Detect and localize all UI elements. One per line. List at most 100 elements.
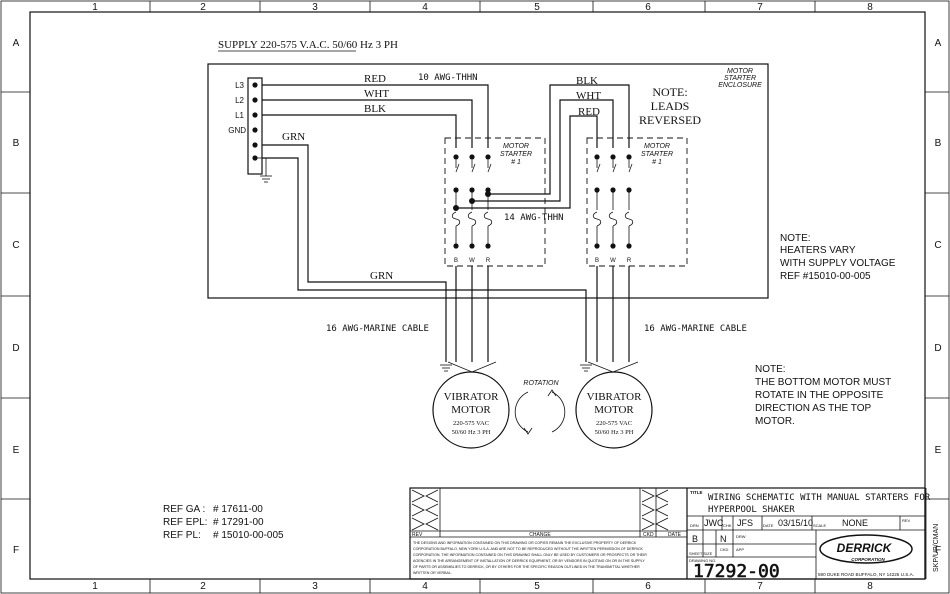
jumper-blk-label: BLK bbox=[576, 75, 598, 87]
grid-column-label: 7 bbox=[757, 581, 763, 592]
grid-column-label: 5 bbox=[534, 581, 540, 592]
tb-disclaimer-6: WRITTEN OR VERBAL. bbox=[413, 571, 452, 575]
ref-ga-value: # 17611-00 bbox=[213, 504, 263, 515]
revision-triangle-icon bbox=[641, 517, 669, 531]
supply-label: SUPPLY 220-575 V.A.C. 50/60 Hz 3 PH bbox=[218, 39, 398, 51]
wire-grn-right bbox=[262, 157, 587, 362]
motor-left-spec-2: 50/60 Hz 3 PH bbox=[452, 429, 491, 436]
tb-address: 590 DUKE ROAD BUFFALO, NY 14225 U.S.A. bbox=[818, 572, 914, 577]
tb-disclaimer-5: OF PARTS OR ASSEMBLIES TO DERRICK, OR BY… bbox=[413, 565, 640, 569]
note-rotation-5: MOTOR. bbox=[755, 416, 795, 427]
note-leads-2: LEADS bbox=[651, 99, 690, 113]
vibrator-motor-right bbox=[575, 371, 653, 449]
terminal-l1-dot bbox=[252, 112, 258, 118]
grid-column-label: 6 bbox=[645, 581, 651, 592]
tb-chk-value: JFS bbox=[737, 518, 753, 528]
tb-date-label: DATE bbox=[763, 523, 774, 528]
overload-heater-icon bbox=[451, 211, 461, 227]
grid-row-label: B bbox=[13, 138, 20, 149]
awg14-label: 14 AWG-THHN bbox=[504, 213, 564, 223]
contact-switch bbox=[628, 163, 633, 173]
motor-right-spec-1: 220-575 VAC bbox=[596, 420, 632, 427]
tb-disclaimer-1: THE DESIGNS AND INFORMATION CONTAINED ON… bbox=[413, 541, 637, 545]
grid-row-label: C bbox=[934, 240, 941, 251]
terminal-gnd-label: GND bbox=[228, 126, 246, 135]
ref-ga-label: REF GA : bbox=[163, 504, 205, 515]
tb-drw-label: DRW bbox=[736, 534, 746, 539]
motor-left-name-1: VIBRATOR bbox=[444, 391, 499, 403]
contact-terminal bbox=[594, 243, 600, 249]
junction-dot-1 bbox=[485, 191, 491, 197]
ref-epl-value: # 17291-00 bbox=[213, 517, 264, 528]
vibrator-motor-left bbox=[432, 371, 510, 449]
wire-blk-label: BLK bbox=[364, 103, 386, 115]
note-leads-3: REVERSED bbox=[639, 113, 701, 127]
motor-starter-right bbox=[586, 137, 688, 267]
starter-left-title-1: MOTOR bbox=[503, 143, 529, 150]
tb-drn-value: JWC bbox=[704, 518, 724, 528]
tb-title-tag: TITLE bbox=[690, 490, 703, 495]
note-heaters-4: REF #15010-00-005 bbox=[780, 271, 871, 282]
starter-right-letter-w: W bbox=[610, 258, 616, 264]
starter-left-contacts bbox=[451, 154, 493, 249]
motor-right-spec-2: 50/60 Hz 3 PH bbox=[595, 429, 634, 436]
marine-cable-right-label: 16 AWG-MARINE CABLE bbox=[644, 324, 747, 334]
rotation-arrowhead-right-icon bbox=[547, 389, 557, 397]
jumper-wht bbox=[472, 99, 614, 202]
tb-app-label: APP bbox=[736, 547, 744, 552]
tb-ckd-label: CKD bbox=[720, 547, 729, 552]
tb-rev-label: REV bbox=[902, 518, 911, 523]
terminal-l1-label: L1 bbox=[235, 111, 244, 120]
grid-row-label: F bbox=[935, 545, 941, 556]
note-rotation-2: THE BOTTOM MOTOR MUST bbox=[755, 377, 891, 388]
note-heaters-1: NOTE: bbox=[780, 233, 811, 244]
jumper-wht-label: WHT bbox=[576, 90, 601, 102]
overload-heater-icon bbox=[624, 211, 634, 227]
note-heaters-3: WITH SUPPLY VOLTAGE bbox=[780, 258, 896, 269]
wire-red-supply bbox=[262, 84, 489, 148]
terminal-l3-dot bbox=[252, 82, 258, 88]
wire-wht-supply bbox=[262, 99, 473, 148]
starter-right-title-2: STARTER bbox=[641, 151, 673, 158]
contact-switch bbox=[487, 163, 492, 173]
contact-terminal bbox=[453, 243, 459, 249]
starter-left-letter-w: W bbox=[469, 258, 475, 264]
grid-row-label: F bbox=[13, 545, 19, 556]
tb-company: DERRICK bbox=[837, 541, 893, 555]
note-rotation-4: DIRECTION AS THE TOP bbox=[755, 403, 871, 414]
revision-triangle-icon bbox=[641, 503, 669, 517]
rotation-label: ROTATION bbox=[523, 380, 559, 387]
starter-left-letter-r: R bbox=[486, 258, 491, 264]
starter-right-letter-b: B bbox=[595, 258, 599, 264]
overload-heater-icon bbox=[467, 211, 477, 227]
grid-column-label: 3 bbox=[312, 581, 318, 592]
terminal-gnd-dot bbox=[252, 127, 258, 133]
grid-column-label: 1 bbox=[92, 581, 98, 592]
tb-scale-label: SCALE bbox=[813, 523, 826, 528]
note-heaters-2: HEATERS VARY bbox=[780, 245, 856, 256]
wire-wht-label: WHT bbox=[364, 88, 389, 100]
terminal-l3-label: L3 bbox=[235, 81, 244, 90]
contact-terminal bbox=[453, 154, 459, 160]
wire-grn-label-top: GRN bbox=[282, 131, 305, 143]
tb-title-line1: WIRING SCHEMATIC WITH MANUAL STARTERS FO… bbox=[708, 493, 931, 503]
grid-row-label: A bbox=[935, 38, 942, 49]
wire-grn-left bbox=[262, 144, 447, 362]
tb-disclaimer-4: AGENCIES IN THE ARRANGEMENT OF INSTALLAT… bbox=[413, 559, 645, 563]
enclosure-label-line1: MOTOR bbox=[727, 68, 753, 75]
contact-switch bbox=[612, 163, 617, 173]
contact-terminal bbox=[485, 243, 491, 249]
starter-left-title-3: # 1 bbox=[511, 159, 521, 166]
wire-red-label: RED bbox=[364, 73, 386, 85]
grid-column-label: 8 bbox=[867, 581, 873, 592]
motor-right-name-1: VIBRATOR bbox=[587, 391, 642, 403]
tb-rev-header: REV bbox=[412, 532, 423, 538]
ground-icon bbox=[255, 157, 272, 183]
ground-icon bbox=[580, 364, 592, 372]
wire-blk-supply bbox=[262, 114, 457, 148]
overload-heater-icon bbox=[592, 211, 602, 227]
revision-triangle-icon bbox=[411, 503, 439, 517]
